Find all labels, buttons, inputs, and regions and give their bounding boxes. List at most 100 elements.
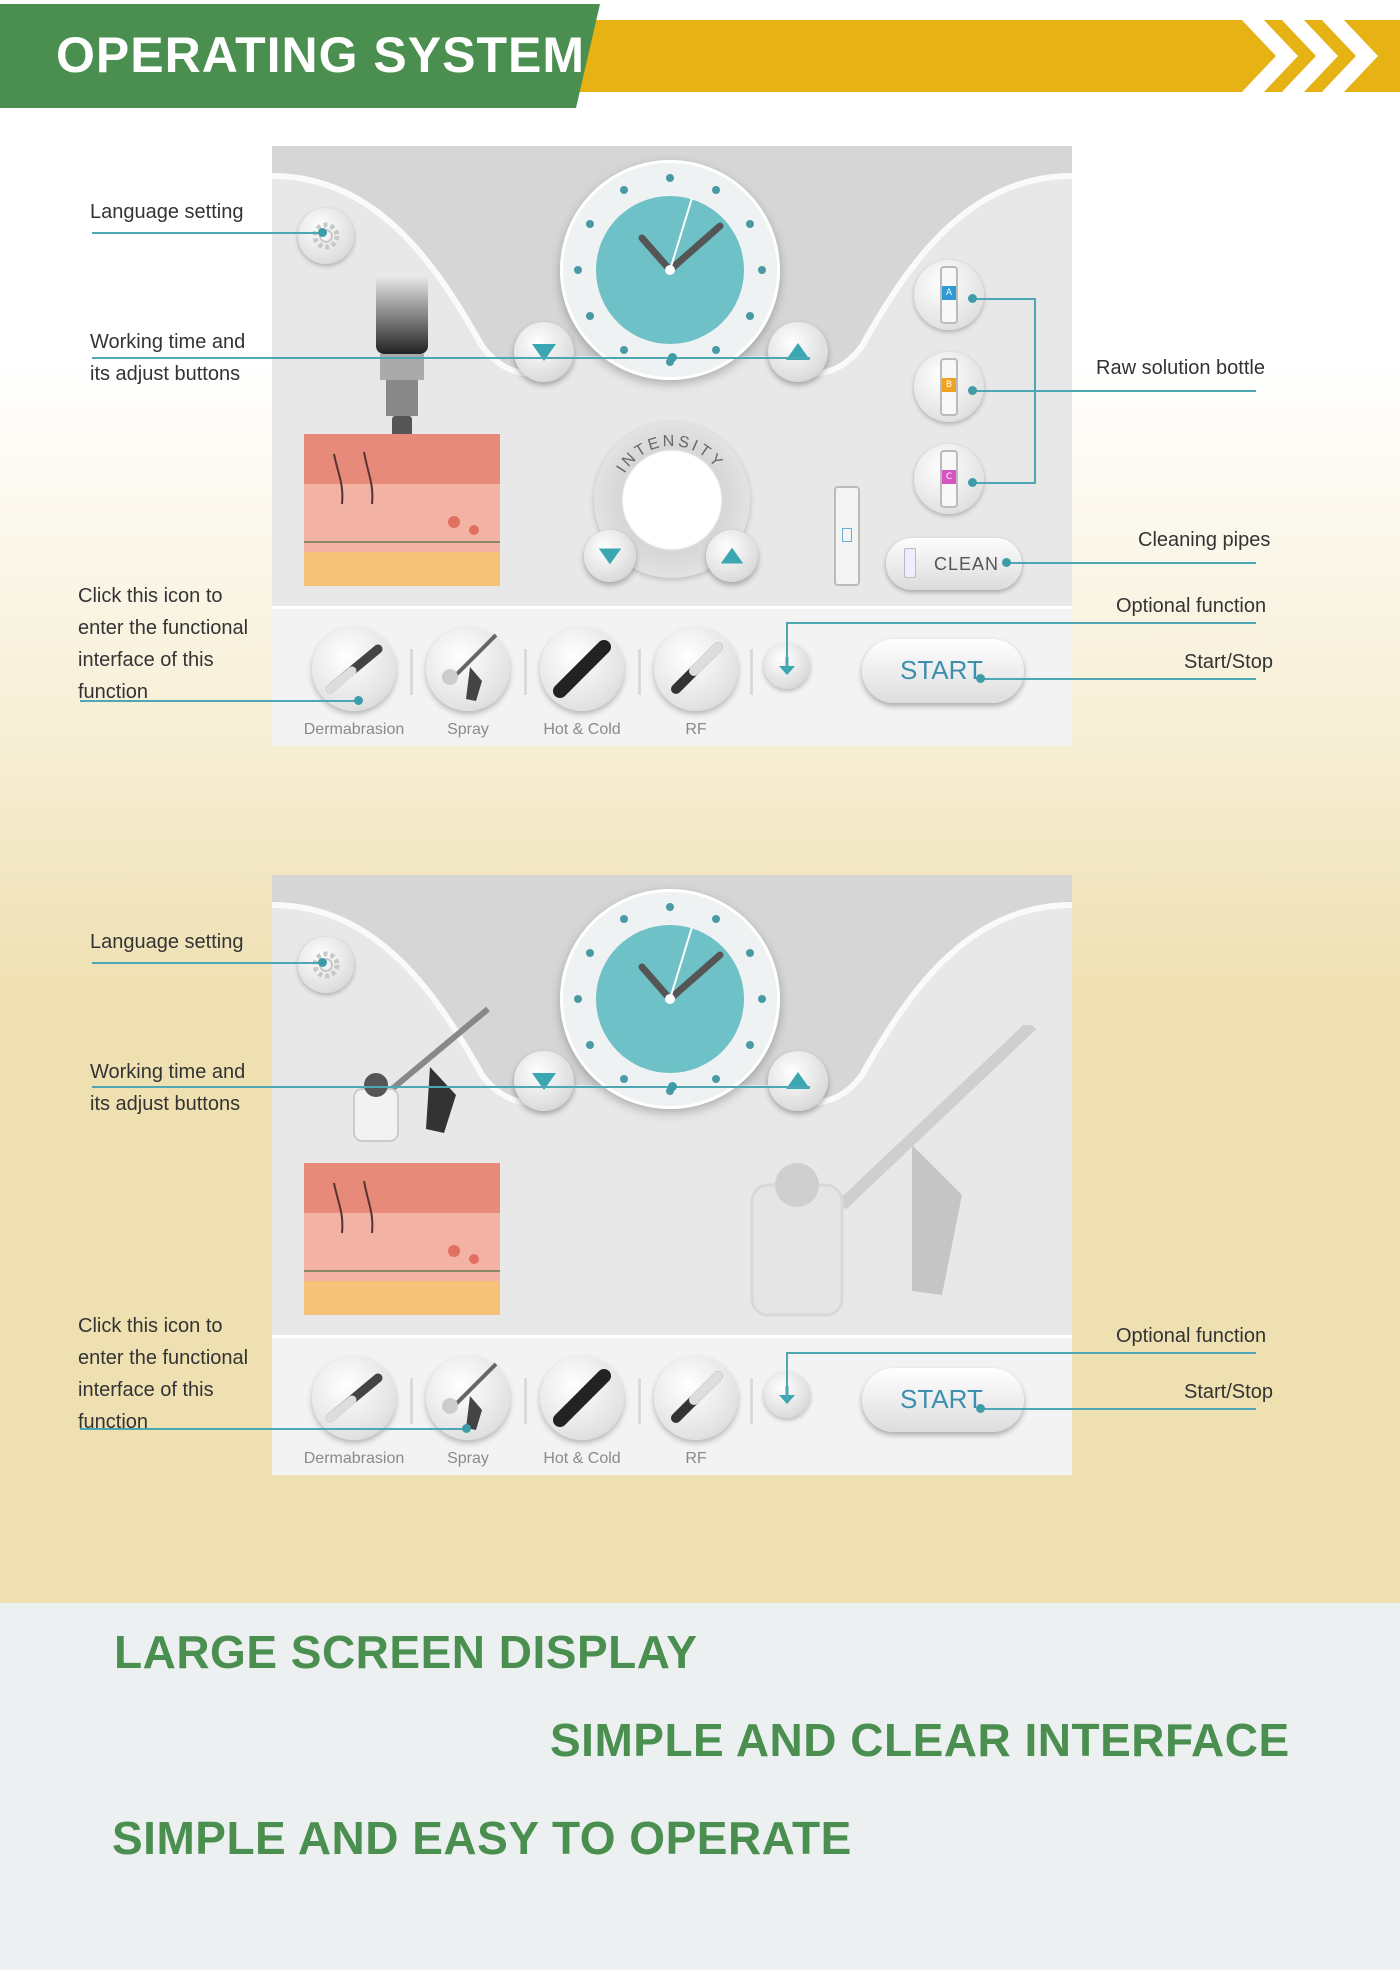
- intensity-label: INTENSITY: [594, 422, 750, 578]
- annotation-click-icon-2: enter the functional: [78, 1347, 249, 1369]
- leader-line: [786, 1352, 788, 1400]
- chevron-right-icon: [1240, 18, 1310, 94]
- header-banner: OPERATING SYSTEM: [0, 0, 1400, 108]
- intensity-decrease-button[interactable]: [584, 530, 636, 582]
- time-increase-button[interactable]: [768, 1051, 828, 1111]
- slogan-clear-interface: SIMPLE AND CLEAR INTERFACE: [550, 1714, 1290, 1766]
- divider: [410, 1378, 413, 1424]
- start-stop-button[interactable]: START: [862, 639, 1024, 703]
- clean-label: CLEAN: [934, 554, 1000, 574]
- start-label: START: [900, 655, 983, 685]
- working-time-clock: [560, 160, 780, 380]
- divider: [524, 1378, 527, 1424]
- spray-tool-button[interactable]: [426, 627, 510, 711]
- annotation-language-setting: Language setting: [90, 931, 244, 953]
- rf-tool-button[interactable]: [654, 1356, 738, 1440]
- leader-line: [980, 1408, 1256, 1410]
- bottle-label: A: [942, 286, 956, 300]
- annotation-click-icon-3: interface of this: [78, 1379, 214, 1401]
- leader-line: [972, 298, 1036, 300]
- leader-line: [1034, 390, 1256, 392]
- spray-screen-panel: Dermabrasion Spray Hot & Cold RF START: [272, 875, 1072, 1475]
- dermabrasion-pen-icon: [325, 1373, 383, 1423]
- time-decrease-button[interactable]: [514, 1051, 574, 1111]
- annotation-language-setting: Language setting: [90, 201, 244, 223]
- leader-line: [92, 1086, 810, 1088]
- annotation-cleaning-pipes: Cleaning pipes: [1138, 529, 1271, 551]
- slogan-large-screen: LARGE SCREEN DISPLAY: [114, 1626, 698, 1678]
- working-time-clock: [560, 889, 780, 1109]
- hot-cold-hammer-icon: [553, 640, 611, 698]
- leader-dot: [668, 353, 677, 362]
- bottle-label: C: [942, 470, 956, 484]
- tool-label: Dermabrasion: [303, 721, 405, 738]
- leader-dot: [968, 294, 977, 303]
- divider: [638, 1378, 641, 1424]
- start-stop-button[interactable]: START: [862, 1368, 1024, 1432]
- annotation-working-time-1: Working time and: [90, 1061, 246, 1083]
- spray-gun-watermark-image: [742, 1020, 1042, 1325]
- leader-dot: [1002, 558, 1011, 567]
- tool-label: Spray: [447, 1450, 489, 1467]
- slogan-easy-operate: SIMPLE AND EASY TO OPERATE: [112, 1812, 852, 1864]
- divider: [524, 649, 527, 695]
- gear-icon: [312, 222, 340, 250]
- page-title: OPERATING SYSTEM: [56, 27, 586, 83]
- leader-line: [786, 622, 788, 670]
- rf-tool-button[interactable]: [654, 627, 738, 711]
- hot-cold-tool-button[interactable]: [540, 1356, 624, 1440]
- arrow-up-icon: [786, 1072, 810, 1089]
- leader-dot: [318, 228, 327, 237]
- clean-button[interactable]: CLEAN: [886, 538, 1022, 590]
- chevron-right-icon: [1320, 18, 1390, 94]
- leader-dot: [976, 674, 985, 683]
- dermabrasion-handpiece-image: [362, 274, 442, 444]
- language-setting-button[interactable]: [298, 208, 354, 264]
- annotation-raw-solution: Raw solution bottle: [1096, 357, 1265, 379]
- bottle-icon: [904, 548, 916, 578]
- annotation-working-time-1: Working time and: [90, 331, 246, 353]
- annotation-click-icon-1: Click this icon to: [78, 585, 223, 607]
- annotation-optional-function: Optional function: [1116, 1325, 1267, 1347]
- arrow-down-icon: [532, 1073, 556, 1090]
- annotation-click-icon-4: function: [78, 681, 149, 703]
- annotation-start-stop: Start/Stop: [1184, 651, 1273, 673]
- arrow-up-icon: [786, 343, 810, 360]
- hot-cold-tool-button[interactable]: [540, 627, 624, 711]
- tool-label: Hot & Cold: [543, 721, 621, 738]
- tool-label: Spray: [447, 721, 489, 738]
- leader-dot: [354, 696, 363, 705]
- skin-layer-image: [304, 434, 500, 586]
- header-green-block: [0, 4, 600, 108]
- dermabrasion-pen-icon: [325, 644, 383, 694]
- leader-line: [92, 962, 326, 964]
- arrow-down-icon: [532, 344, 556, 361]
- waste-bottle: [834, 486, 860, 586]
- tool-label: Hot & Cold: [543, 1450, 621, 1467]
- chevron-right-icon: [1280, 18, 1350, 94]
- leader-line: [972, 482, 1036, 484]
- time-increase-button[interactable]: [768, 322, 828, 382]
- svg-text:INTENSITY: INTENSITY: [614, 433, 727, 476]
- leader-line: [80, 700, 358, 702]
- leader-dot: [462, 1424, 471, 1433]
- annotation-start-stop: Start/Stop: [1184, 1381, 1273, 1403]
- leader-line: [80, 1428, 468, 1430]
- annotation-optional-function: Optional function: [1116, 595, 1267, 617]
- skin-layer-image: [304, 1163, 500, 1315]
- arrow-down-icon: [598, 548, 622, 565]
- leader-line: [92, 232, 326, 234]
- intensity-increase-button[interactable]: [706, 530, 758, 582]
- leader-line: [980, 678, 1256, 680]
- rf-probe-icon: [671, 1371, 723, 1423]
- bottle-label: B: [942, 378, 956, 392]
- leader-dot: [968, 386, 977, 395]
- leader-dot: [976, 1404, 985, 1413]
- divider: [638, 649, 641, 695]
- annotation-click-icon-2: enter the functional: [78, 617, 249, 639]
- trash-icon: [842, 528, 852, 542]
- time-decrease-button[interactable]: [514, 322, 574, 382]
- annotation-working-time-2: its adjust buttons: [90, 363, 241, 385]
- footer-slogans: LARGE SCREEN DISPLAY SIMPLE AND CLEAR IN…: [0, 1603, 1400, 1970]
- dermabrasion-tool-button[interactable]: [312, 1356, 396, 1440]
